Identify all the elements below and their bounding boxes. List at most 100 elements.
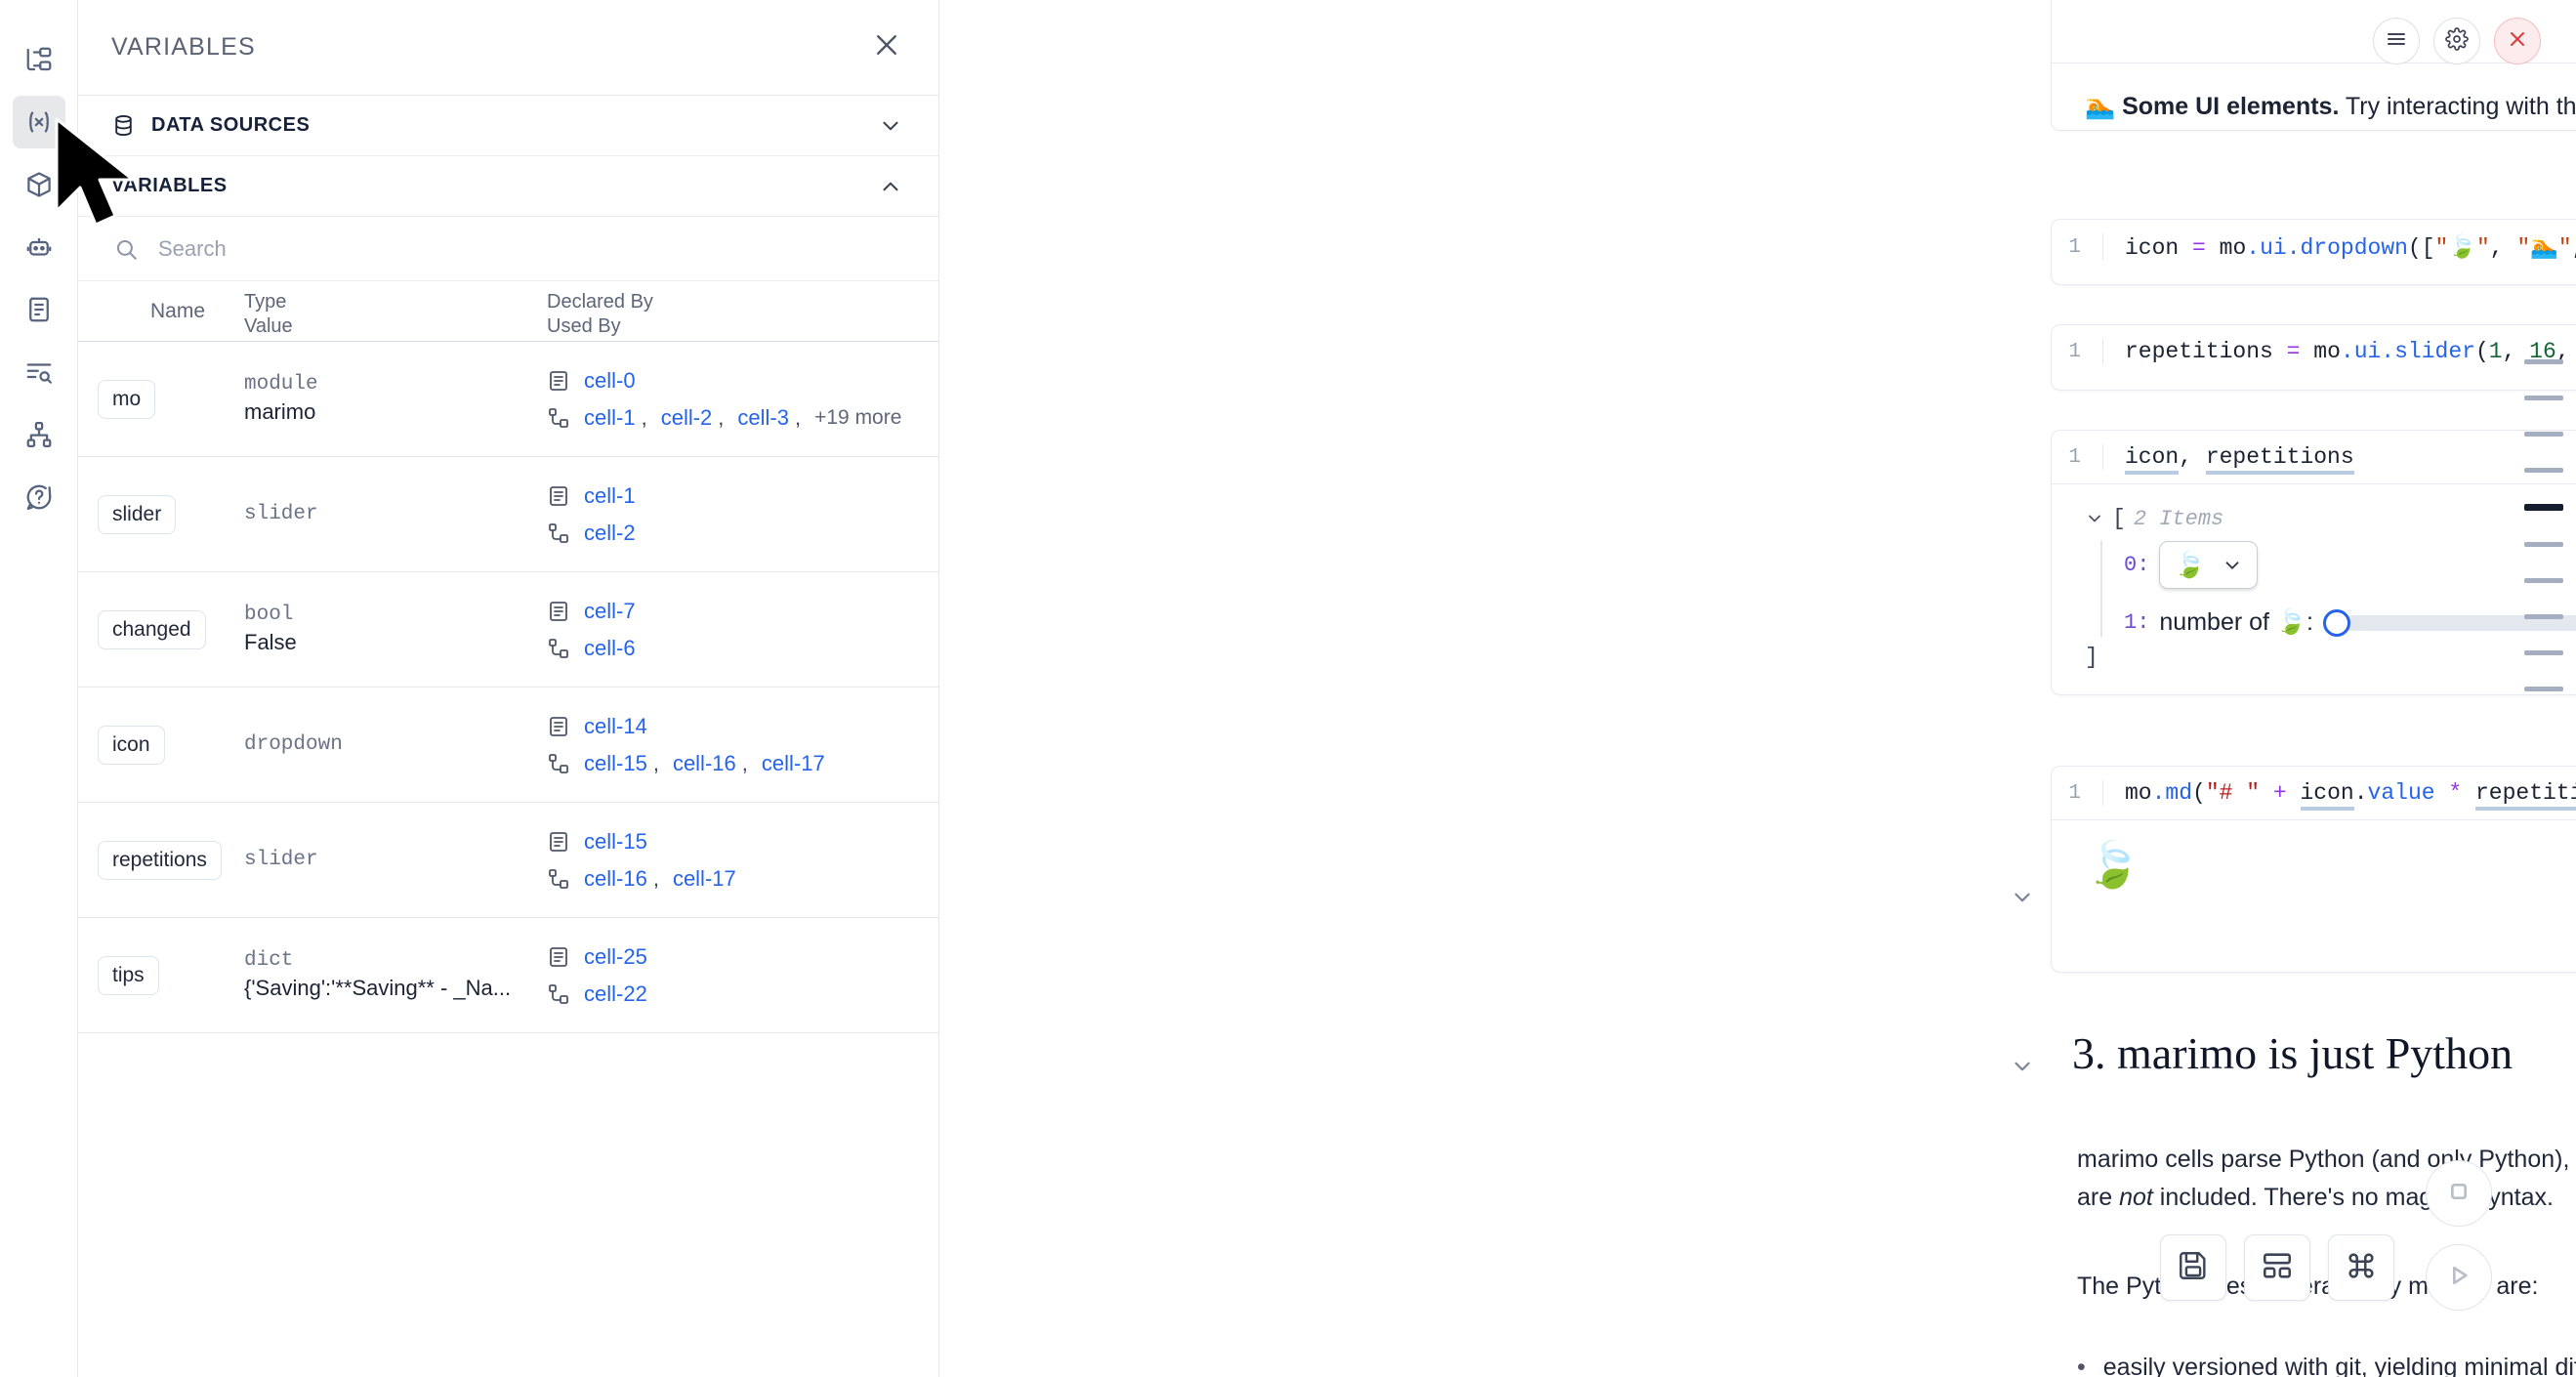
dropdown-widget[interactable]: 🍃 [2159,541,2258,589]
cell-link[interactable]: cell-17 [672,865,736,891]
variable-name-chip[interactable]: icon [98,725,165,765]
code-line[interactable]: 1 icon, repetitions [2052,431,2576,483]
sidebar-item-file-explorer[interactable] [13,33,65,86]
cell-link[interactable]: cell-17 [761,750,825,775]
sidebar-item-dependency-graph[interactable] [13,408,65,461]
section-data-sources[interactable]: DATA SOURCES [78,96,938,156]
variable-name-chip[interactable]: slider [98,494,177,534]
list-separator: , [641,404,647,430]
sidebar-item-outline[interactable] [13,346,65,398]
chevron-down-icon[interactable] [2085,509,2104,528]
markdown-output-text: 🏊 Some UI elements. Try interacting with… [2085,89,2576,124]
cell-link[interactable]: cell-3 [737,404,789,430]
cell-display-widgets[interactable]: 1 icon, repetitions [ 2 Items [2051,430,2576,695]
variable-cells-cell: cell-1 cell-2 [547,483,929,546]
section-collapse-toggle[interactable] [2009,1053,2036,1080]
cell-link[interactable]: cell-16 [584,865,647,891]
help-circle-icon [24,482,54,512]
dropdown-value: 🍃 [2174,550,2206,579]
code-text: icon = mo.ui.dropdown(["🍃", "🏊", "✨"], v… [2102,233,2576,261]
cell-dependency-icon [547,522,570,545]
sidebar-item-scratchpad[interactable] [13,283,65,336]
code-line[interactable]: 1 icon = mo.ui.dropdown(["🍃", "🏊", "✨"],… [2052,220,2576,274]
save-notebook-button[interactable] [2160,1234,2226,1301]
cell-link[interactable]: cell-6 [584,635,636,660]
chevron-down-icon[interactable] [878,113,903,139]
items-count-label: 2 Items [2133,506,2224,531]
variables-icon [24,107,54,137]
code-line[interactable]: 1 mo.md("# " + icon.value * repetitions.… [2052,767,2576,819]
variable-type-value-cell: dropdown [244,733,547,756]
variable-name-chip[interactable]: tips [98,955,159,995]
variable-name-cell: mo [78,379,244,419]
section-variables[interactable]: VARIABLES [78,156,938,217]
code-line[interactable]: 1 repetitions = mo.ui.slider(1, 16, labe… [2052,325,2576,378]
variable-name-chip[interactable]: mo [98,379,156,419]
cell-link[interactable]: cell-0 [584,367,636,393]
code-line[interactable]: 1 """🏊 Some UI elements."" Try interacti… [2052,0,2576,5]
layout-button[interactable] [2244,1234,2310,1301]
declared-by-line: cell-15 [547,829,929,855]
cell-link[interactable]: cell-2 [660,404,713,430]
command-palette-button[interactable] [2328,1234,2394,1301]
interrupt-button[interactable] [2426,1160,2492,1227]
cell-settings-button[interactable] [2433,18,2480,64]
outline-search-icon [24,357,54,387]
code-text: icon, repetitions [2102,444,2354,475]
search-icon [113,236,139,262]
sidebar-item-chat[interactable] [13,221,65,273]
scratchpad-icon [24,295,54,324]
sidebar-item-variables[interactable] [12,96,65,148]
dependency-graph-icon [24,420,54,449]
variable-name-cell: tips [78,955,244,995]
cell-link[interactable]: cell-16 [672,750,736,775]
cell-md-render[interactable]: 1 mo.md("# " + icon.value * repetitions.… [2051,766,2576,973]
sidebar-item-packages[interactable] [13,158,65,211]
slider-widget[interactable] [2323,608,2576,637]
search-input[interactable] [156,234,903,263]
cell-link[interactable]: cell-15 [584,828,647,854]
variables-search-row[interactable] [78,217,938,281]
cell-link[interactable]: cell-15 [584,750,647,775]
cell-icon-dropdown[interactable]: 1 icon = mo.ui.dropdown(["🍃", "🏊", "✨"],… [2051,219,2576,285]
line-number: 1 [2068,445,2081,469]
close-bracket: ] [2085,645,2098,670]
variable-name-chip[interactable]: repetitions [98,840,222,880]
cell-collapse-toggle-md[interactable] [2009,884,2036,911]
cell-link[interactable]: cell-7 [584,598,636,623]
cell-link[interactable]: cell-1 [584,404,636,430]
cell-menu-button[interactable] [2373,18,2420,64]
sidebar-item-help[interactable] [13,471,65,523]
variable-cells-cell: cell-7 cell-6 [547,599,929,661]
variable-name-chip[interactable]: changed [98,609,206,649]
cell-link[interactable]: cell-2 [584,520,636,545]
cell-dependency-icon [547,867,570,891]
slider-track[interactable] [2345,614,2576,631]
cell-repetitions-slider[interactable]: 1 repetitions = mo.ui.slider(1, 16, labe… [2051,324,2576,391]
chevron-up-icon[interactable] [878,174,903,199]
used-by-more-label[interactable]: +19 more [814,405,902,429]
run-all-button[interactable] [2426,1244,2492,1311]
variable-type: bool [244,604,294,626]
variable-value: False [244,630,297,654]
cell-link[interactable]: cell-14 [584,713,647,738]
panel-header: VARIABLES [78,0,938,96]
cell-link[interactable]: cell-25 [584,943,647,969]
delete-cell-button[interactable] [2494,18,2541,64]
column-header-name: Name [150,300,206,322]
minimap-line[interactable] [2524,396,2563,400]
cell-markdown-header[interactable]: 1 """🏊 Some UI elements."" Try interacti… [2051,0,2576,131]
cell-link[interactable]: cell-1 [584,482,636,508]
repr-key-1: 1: [2124,610,2150,635]
close-panel-button[interactable] [870,31,903,64]
slider-knob[interactable] [2323,608,2350,637]
database-icon [111,113,136,138]
cell-link[interactable]: cell-22 [584,981,647,1006]
